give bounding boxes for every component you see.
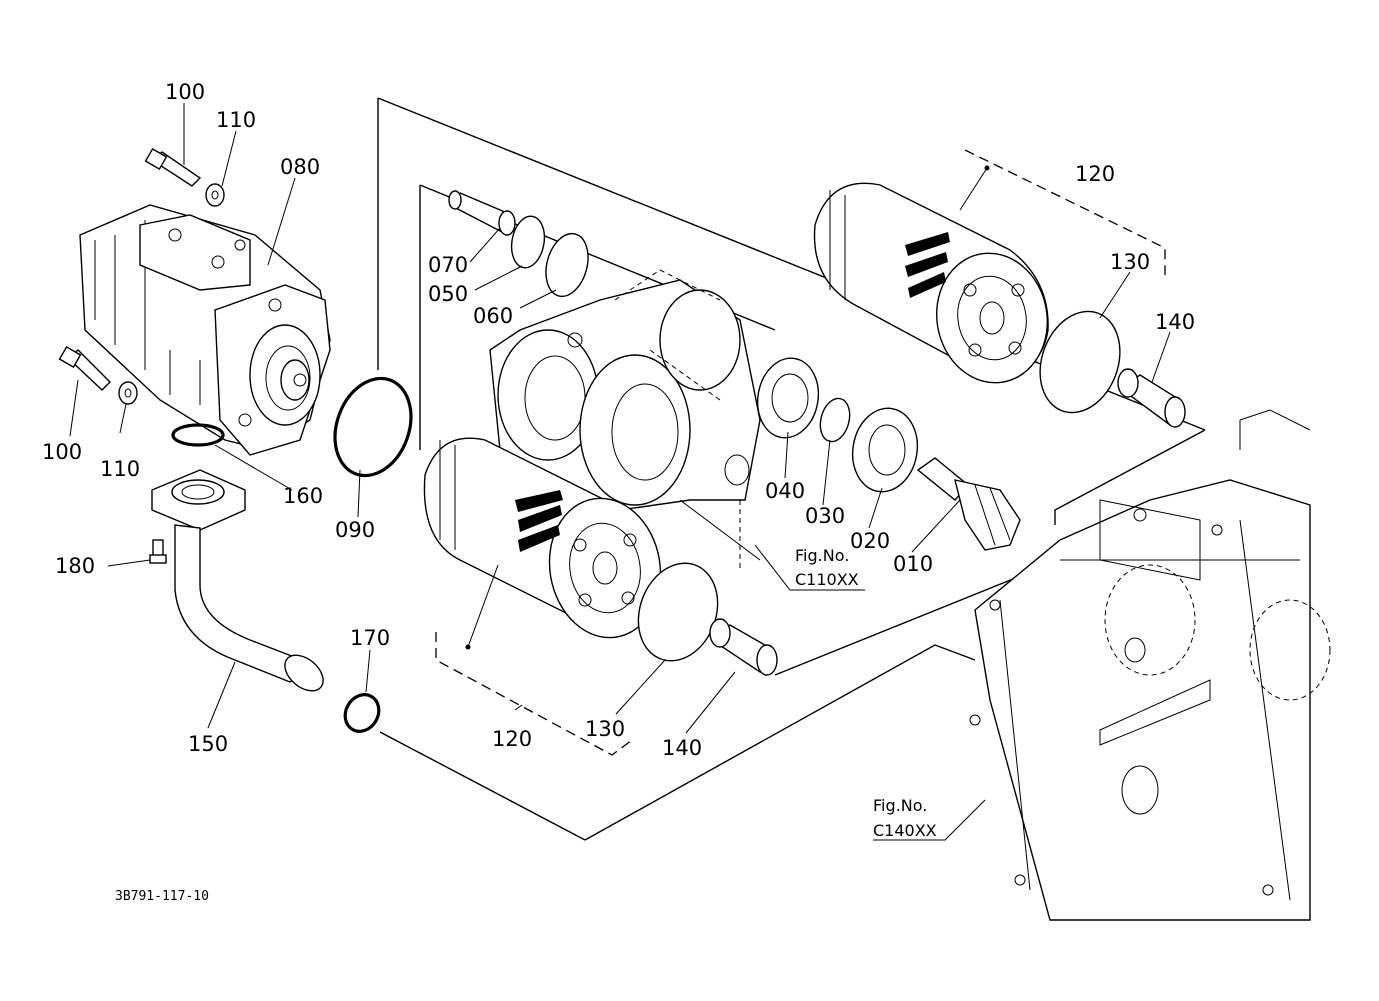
bolt-100-lower: [58, 345, 111, 391]
fig-ref-c110xx[interactable]: Fig.No. C110XX: [795, 546, 859, 589]
transmission-case: [969, 409, 1331, 921]
label-170[interactable]: 170: [350, 626, 390, 650]
snap-ring-050: [510, 215, 546, 269]
label-050[interactable]: 050: [428, 282, 468, 306]
label-120-lower[interactable]: 120: [492, 727, 532, 751]
label-150[interactable]: 150: [188, 732, 228, 756]
o-ring-160: [171, 423, 225, 447]
label-180[interactable]: 180: [55, 554, 95, 578]
bearing-020: [851, 407, 919, 493]
label-120-upper[interactable]: 120: [1075, 162, 1115, 186]
filter-group-bracket-lower: [435, 632, 633, 756]
fig-ref-code: C110XX: [795, 570, 859, 589]
drawing-code: 3B791-117-10: [115, 889, 209, 904]
part-labels: 100 110 080 100 110 160 090 180 170 150 …: [42, 80, 1195, 760]
oil-filter-120-lower: [423, 437, 662, 639]
label-160[interactable]: 160: [283, 484, 323, 508]
fitting-140-upper: [1117, 368, 1186, 428]
bearing-040: [756, 357, 820, 439]
screw-180: [149, 539, 167, 564]
label-100-lower[interactable]: 100: [42, 440, 82, 464]
oil-filter-120-upper: [813, 182, 1049, 384]
filter-group-bracket-upper: [964, 149, 1166, 275]
label-060[interactable]: 060: [473, 304, 513, 328]
label-030[interactable]: 030: [805, 504, 845, 528]
fig-ref-code: C140XX: [873, 821, 937, 840]
label-010[interactable]: 010: [893, 552, 933, 576]
hydraulic-pump-080: [79, 204, 331, 456]
bevel-pinion-010: [916, 457, 1021, 551]
label-040[interactable]: 040: [765, 479, 805, 503]
label-100-upper[interactable]: 100: [165, 80, 205, 104]
washer-110-upper: [205, 183, 225, 207]
label-110-upper[interactable]: 110: [216, 108, 256, 132]
label-130-upper[interactable]: 130: [1110, 250, 1150, 274]
bolt-100-upper: [144, 147, 202, 187]
label-080[interactable]: 080: [280, 155, 320, 179]
fig-ref-prefix: Fig.No.: [795, 546, 849, 565]
label-020[interactable]: 020: [850, 529, 890, 553]
leader-lines: [69, 103, 1171, 841]
label-070[interactable]: 070: [428, 253, 468, 277]
pipe-150: [151, 469, 324, 692]
o-ring-090: [333, 376, 413, 478]
label-130-lower[interactable]: 130: [585, 717, 625, 741]
housing: [489, 269, 761, 570]
washer-110-lower: [118, 381, 138, 405]
shim-060: [545, 232, 589, 298]
o-ring-170: [343, 693, 381, 733]
gasket-130-upper: [1039, 310, 1121, 414]
label-110-lower[interactable]: 110: [100, 457, 140, 481]
fitting-140-lower: [709, 618, 778, 676]
fig-ref-prefix: Fig.No.: [873, 796, 927, 815]
fig-ref-c140xx[interactable]: Fig.No. C140XX: [873, 796, 937, 840]
label-140-upper[interactable]: 140: [1155, 310, 1195, 334]
label-090[interactable]: 090: [335, 518, 375, 542]
snap-ring-030: [819, 397, 851, 443]
sleeve-070: [448, 190, 516, 236]
label-140-lower[interactable]: 140: [662, 736, 702, 760]
